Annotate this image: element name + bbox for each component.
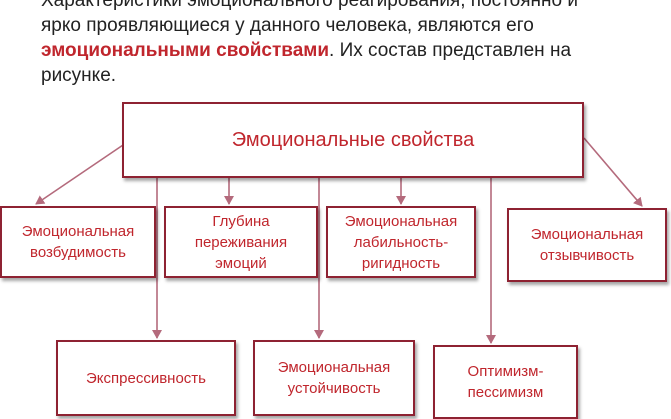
box-expressiveness: Экспрессивность [56,340,236,416]
box-optimism-line-2: пессимизм [467,384,544,401]
box-emotional-lability: Эмоциональная лабильность- ригидность [326,206,476,278]
box-optimism-pessimism: Оптимизм- пессимизм [433,345,578,419]
intro-paragraph: Характеристики эмоционального реагирован… [41,0,666,88]
box-depth-line-2: переживания [194,233,288,251]
box-depth-line-3: эмоций [215,254,267,272]
box-stability-line-2: устойчивость [287,380,381,397]
box-stability-line-1: Эмоциональная [277,359,391,376]
intro-line-3: эмоциональными свойствами. Их состав пре… [41,38,666,63]
box-emotional-responsiveness: Эмоциональная отзывчивость [507,208,667,282]
box-responsiveness-line-2: отзывчивость [539,247,635,264]
box-responsiveness-line-1: Эмоциональная [530,226,644,243]
box-lability-line-2: лабильность- [353,233,449,251]
arrow-to-excitability [35,142,127,205]
box-lability-line-3: ригидность [361,254,441,272]
highlight-term: эмоциональными свойствами [41,40,330,61]
box-expressiveness-line-1: Экспрессивность [86,369,206,387]
arrow-to-responsiveness [583,137,643,207]
box-depth-line-1: Глубина [212,212,270,230]
intro-line-3-rest: . Их состав представлен на [329,40,572,61]
box-excitability-line-1: Эмоциональная [21,223,135,240]
box-emotional-stability: Эмоциональная устойчивость [253,340,415,416]
diagram-connectors [35,137,643,344]
intro-line-4: рисунке. [41,65,117,86]
box-lability-line-1: Эмоциональная [344,212,458,230]
box-excitability-line-2: возбудимость [30,244,126,261]
intro-line-2: ярко проявляющиеся у данного человека, я… [41,15,534,36]
box-depth-of-experience: Глубина переживания эмоций [164,206,318,278]
intro-line-1: Характеристики эмоционального реагирован… [41,0,578,11]
root-label: Эмоциональные свойства [231,128,475,151]
box-optimism-line-1: Оптимизм- [467,363,544,380]
box-emotional-excitability: Эмоциональная возбудимость [0,206,156,278]
root-box-emotional-properties: Эмоциональные свойства [122,102,584,178]
